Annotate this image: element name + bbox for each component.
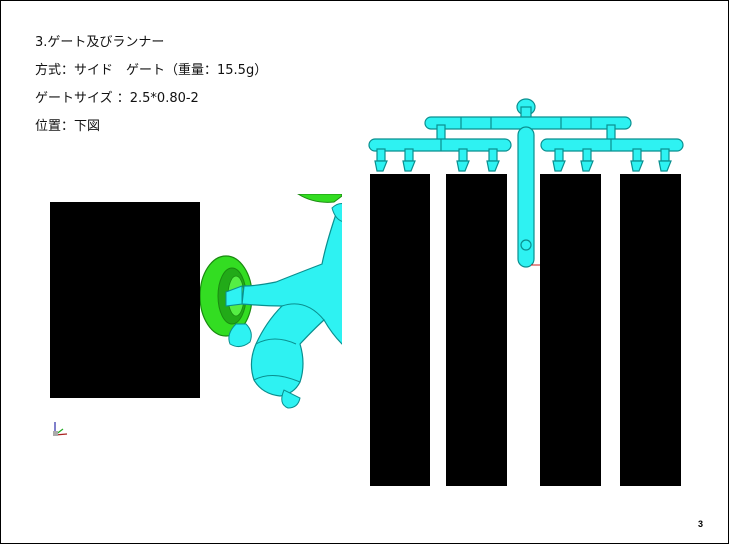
runner-layout-image — [368, 98, 684, 268]
slide-heading: 3.ゲート及びランナー — [35, 35, 165, 50]
gate-closeup-image — [199, 194, 342, 409]
redaction-box-4 — [620, 174, 681, 486]
redaction-box-1 — [370, 174, 430, 486]
page-number: 3 — [698, 519, 704, 529]
axis-triad-icon — [53, 422, 68, 436]
gate-size-line: ゲートサイズ ：2.5*0.80-2 — [35, 91, 199, 106]
gate-position-line: 位置：下図 — [35, 119, 101, 134]
redaction-box-left — [50, 202, 200, 398]
redaction-box-3 — [540, 174, 601, 486]
gate-method-line: 方式：サイド ゲート（重量：15.5g） — [35, 63, 268, 78]
redaction-box-2 — [446, 174, 507, 486]
